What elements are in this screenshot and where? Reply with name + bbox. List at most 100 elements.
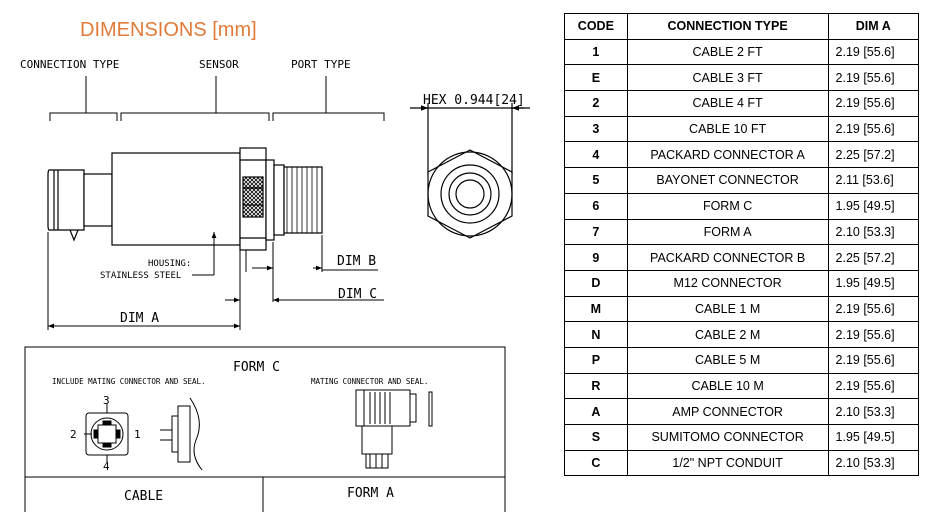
cell-code: C [564,449,628,477]
cell-connection-type: PACKARD CONNECTOR B [626,244,829,271]
dimension-lines [47,232,384,330]
cell-dim-a: 1.95 [49.5] [827,192,920,220]
pin-label-left: 2 [70,428,77,441]
form-c-panel [24,346,506,512]
pin-label-right: 1 [134,428,141,441]
cell-connection-type: CABLE 1 M [626,295,829,323]
cell-connection-type: M12 CONNECTOR [626,269,829,297]
cell-code: 6 [564,192,628,220]
pin-label-bottom: 4 [103,460,110,473]
header-connection-type: CONNECTION TYPE [626,13,829,40]
cell-code: 3 [564,115,628,143]
cell-dim-a: 2.19 [55.6] [827,38,920,66]
cell-connection-type: CABLE 2 M [626,321,829,348]
cell-connection-type: FORM A [626,218,829,246]
section-brackets [49,76,385,121]
cell-connection-type: CABLE 2 FT [626,38,829,66]
form-c-side-view [160,397,203,471]
cell-code: 1 [564,38,628,66]
label-housing-material: STAINLESS STEEL [100,271,181,281]
dimension-drawing: DIMENSIONS [mm] CONNECTION TYPE SENSOR P… [20,19,530,512]
cell-dim-a: 2.10 [53.3] [827,218,920,246]
housing-leader [192,232,217,276]
cell-code: 9 [564,244,628,271]
form-c-title: FORM C [233,360,280,375]
cell-dim-a: 2.19 [55.6] [827,90,920,117]
cell-dim-a: 2.11 [53.6] [827,167,920,194]
cell-connection-type: SUMITOMO CONNECTOR [626,424,829,451]
cell-connection-type: 1/2" NPT CONDUIT [626,449,829,477]
header-dim-a: DIM A [827,13,920,40]
cell-code: 4 [564,141,628,169]
cell-code: D [564,269,628,297]
cell-connection-type: PACKARD CONNECTOR A [626,141,829,169]
cell-dim-a: 1.95 [49.5] [827,424,920,451]
cell-dim-a: 2.19 [55.6] [827,346,920,374]
label-dim-b: DIM B [337,254,376,269]
sensor-side-view [47,147,323,251]
cell-connection-type: AMP CONNECTOR [626,398,829,425]
label-housing: HOUSING: [148,259,191,269]
header-code: CODE [564,13,628,40]
cell-code: S [564,424,628,451]
cell-code: E [564,64,628,92]
label-dim-c: DIM C [338,287,377,302]
cell-code: P [564,346,628,374]
cell-connection-type: CABLE 4 FT [626,90,829,117]
cell-dim-a: 2.19 [55.6] [827,64,920,92]
form-c-note-right: MATING CONNECTOR AND SEAL. [311,377,428,386]
cell-connection-type: CABLE 5 M [626,346,829,374]
cell-code: 7 [564,218,628,246]
cell-dim-a: 2.19 [55.6] [827,295,920,323]
label-dim-a: DIM A [120,311,159,326]
cell-connection-type: CABLE 10 M [626,372,829,400]
cell-code: M [564,295,628,323]
form-c-connector-face [84,404,129,462]
table-header-row: CODE CONNECTION TYPE DIM A [564,13,920,40]
label-connection-type: CONNECTION TYPE [20,58,119,71]
cell-connection-type: CABLE 3 FT [626,64,829,92]
cell-dim-a: 1.95 [49.5] [827,269,920,297]
cell-code: 2 [564,90,628,117]
cell-dim-a: 2.19 [55.6] [827,372,920,400]
cell-connection-type: CABLE 10 FT [626,115,829,143]
cable-panel-title: CABLE [124,489,163,504]
cell-dim-a: 2.19 [55.6] [827,321,920,348]
cell-code: A [564,398,628,425]
hex-end-view [410,103,530,239]
cell-dim-a: 2.25 [57.2] [827,244,920,271]
cell-connection-type: BAYONET CONNECTOR [626,167,829,194]
mating-connector [355,389,433,469]
label-hex: HEX 0.944[24] [423,93,525,108]
cell-dim-a: 2.10 [53.3] [827,449,920,477]
cell-dim-a: 2.19 [55.6] [827,115,920,143]
form-c-note-left: INCLUDE MATING CONNECTOR AND SEAL. [52,377,206,386]
cell-dim-a: 2.25 [57.2] [827,141,920,169]
cell-connection-type: FORM C [626,192,829,220]
label-port-type: PORT TYPE [291,58,351,71]
pin-label-top: 3 [103,394,110,407]
drawing-title: DIMENSIONS [mm] [80,19,257,41]
cell-code: R [564,372,628,400]
form-a-panel-title: FORM A [347,486,394,501]
label-sensor: SENSOR [199,58,239,71]
cell-code: 5 [564,167,628,194]
cell-dim-a: 2.10 [53.3] [827,398,920,425]
